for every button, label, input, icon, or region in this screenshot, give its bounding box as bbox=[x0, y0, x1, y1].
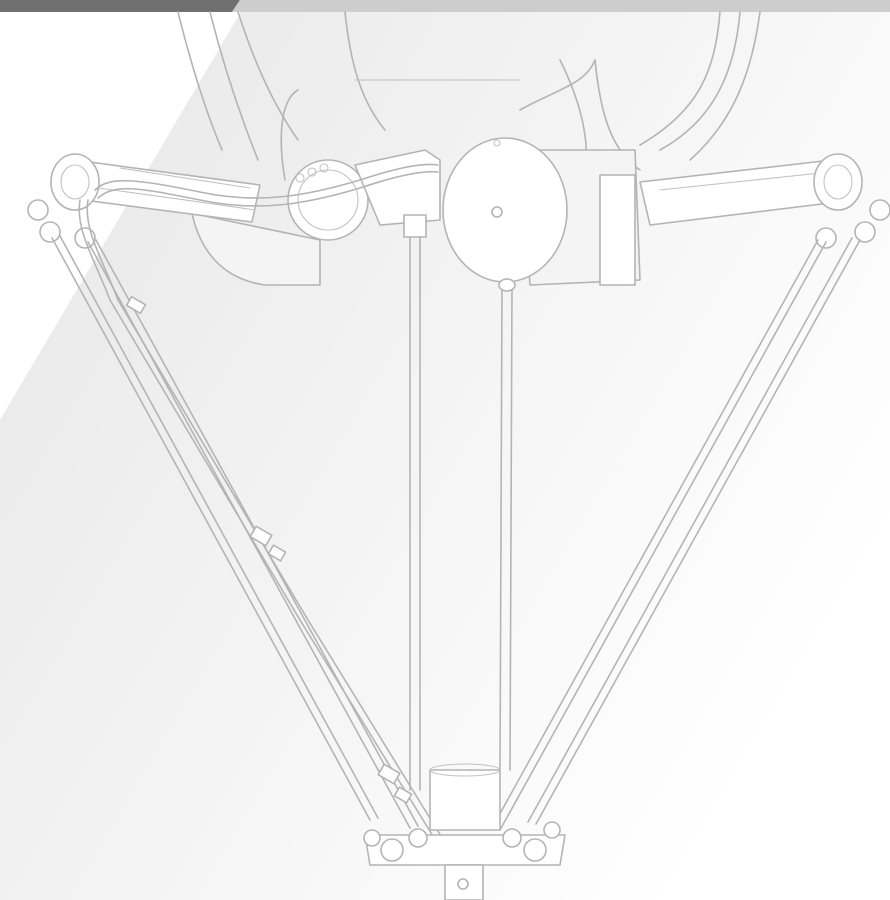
end-effector bbox=[363, 763, 566, 900]
upper-arm-right bbox=[639, 153, 890, 249]
top-band-light bbox=[232, 0, 890, 12]
upper-arm-left bbox=[27, 153, 261, 249]
parallel-rods-right bbox=[491, 237, 861, 831]
cable-harness bbox=[78, 163, 469, 881]
cable-clips bbox=[125, 295, 413, 804]
parallel-rods-center bbox=[403, 214, 516, 791]
right-motor-housing bbox=[442, 137, 641, 286]
left-motor-housing bbox=[187, 149, 441, 286]
top-band-dark bbox=[0, 0, 240, 12]
